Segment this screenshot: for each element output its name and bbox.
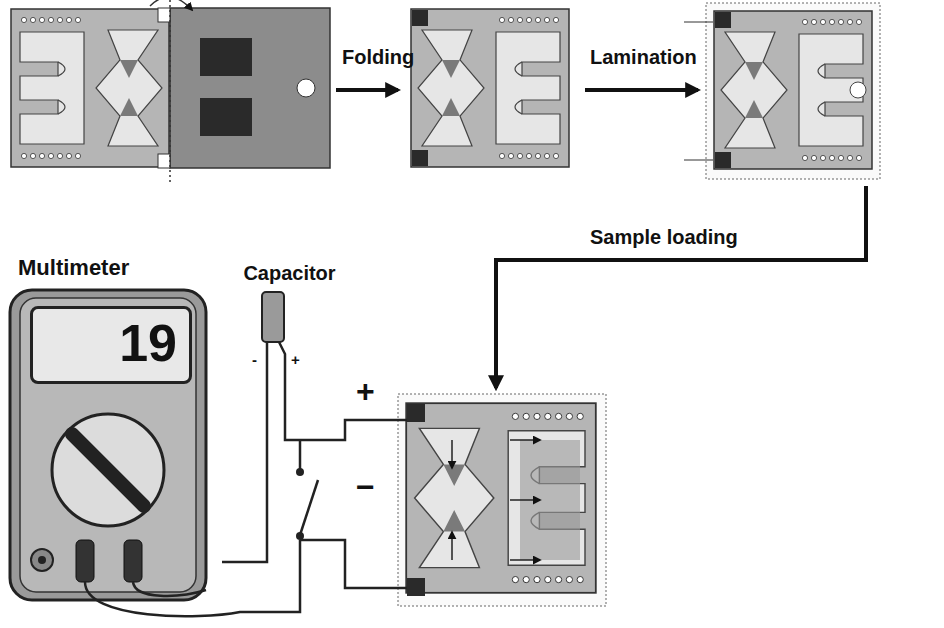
loaded-device <box>398 394 606 606</box>
multimeter-display: 19 <box>30 306 192 384</box>
laminated-sheet <box>684 3 880 179</box>
step-label: Sample loading <box>590 226 738 248</box>
polarity-sign: + <box>291 352 300 369</box>
step-label: Folding <box>342 46 414 68</box>
polarity-sign: - <box>252 352 257 369</box>
unfolded-sheet <box>11 0 330 185</box>
capacitor-symbol <box>262 292 284 354</box>
switch-contact <box>296 468 304 476</box>
capacitor-lead-wire <box>222 354 267 562</box>
node-title: Multimeter <box>18 256 222 280</box>
folding-arrow <box>336 88 398 92</box>
node-title: Capacitor <box>215 262 364 284</box>
terminal-sign: − <box>356 470 375 505</box>
folded-sheet <box>411 9 569 167</box>
multimeter-body <box>10 290 206 600</box>
sample-loading-arrow <box>496 186 866 388</box>
display-reading: 19 <box>33 315 177 372</box>
multimeter: Multimeter 19 <box>8 256 222 602</box>
switch-contact <box>296 532 304 540</box>
terminal-sign: + <box>356 374 375 409</box>
step-label: Lamination <box>590 46 697 68</box>
capacitor: Capacitor <box>215 262 364 354</box>
lamination-arrow <box>585 88 698 92</box>
